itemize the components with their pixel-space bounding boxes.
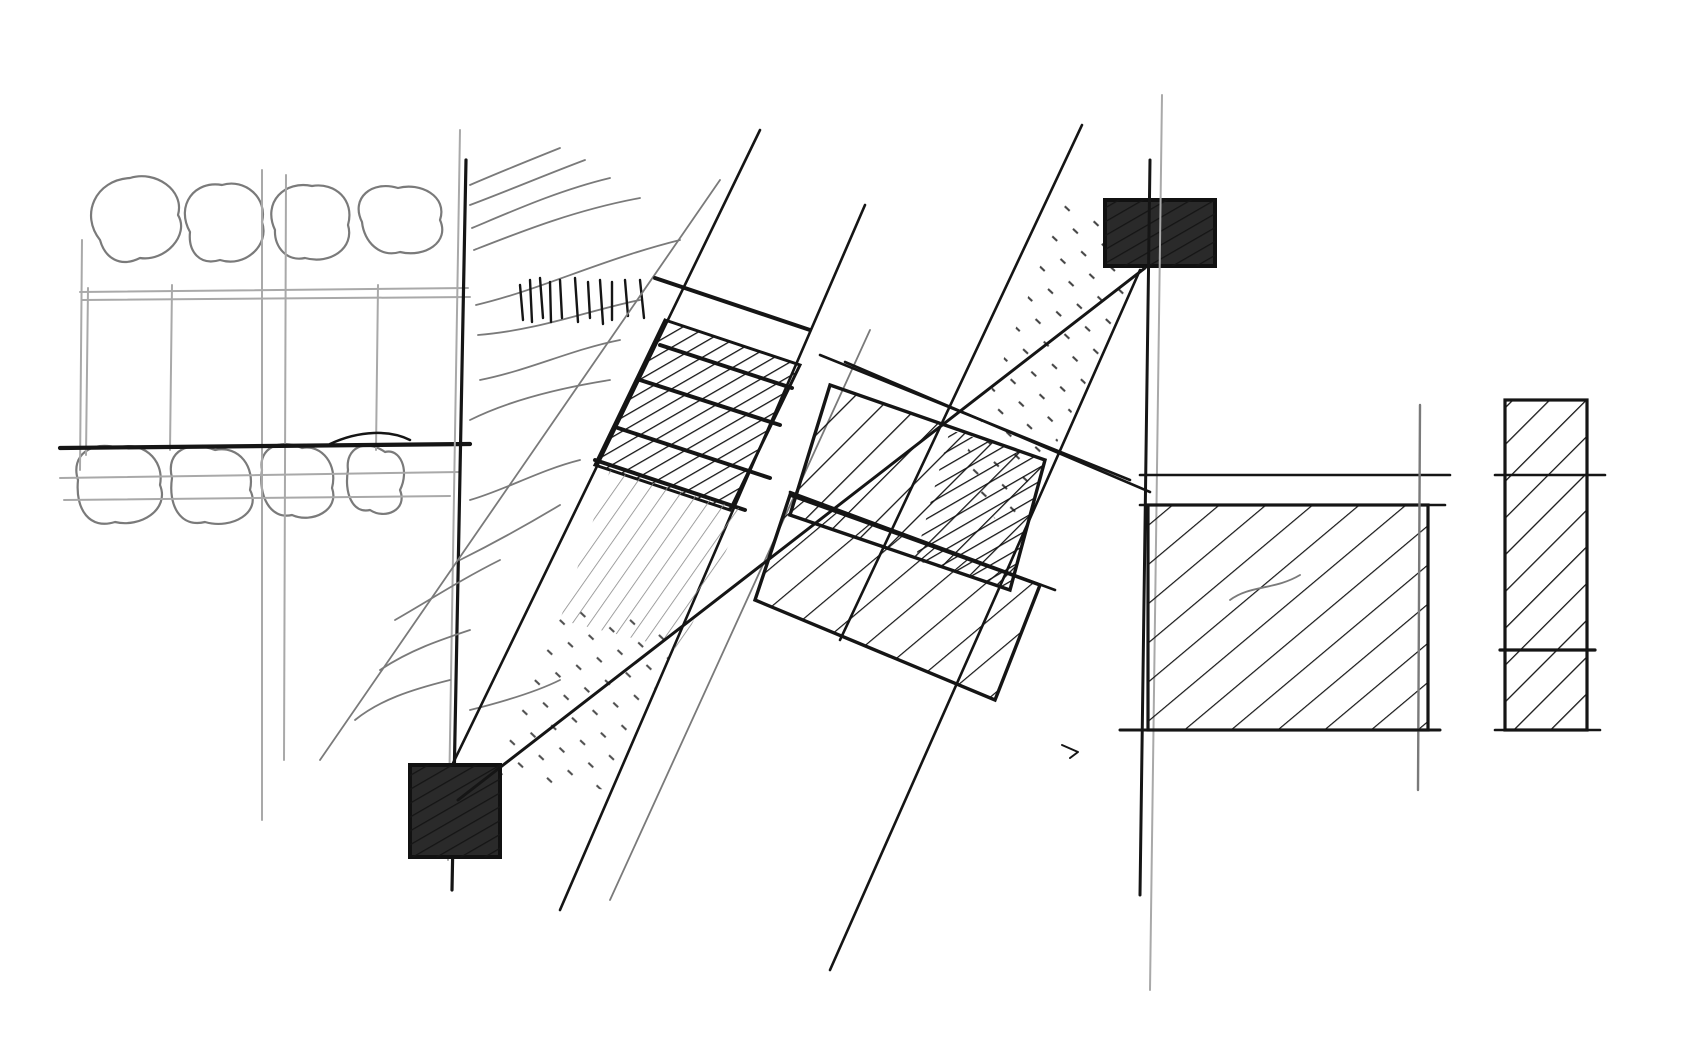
stray-squiggle [1229,574,1301,601]
block-step-lines [593,276,812,512]
diagonal-edge-1c [319,179,721,761]
slab-overlines [788,353,1152,592]
pencil-hatch-wedge [560,470,745,650]
panel-right-edge [1416,403,1422,792]
axis-vertical-left-faint [447,129,461,861]
tree-row-bottom [75,443,406,525]
hatched-panel-narrow [1503,398,1589,732]
pencil-grid [59,169,471,821]
axis-vertical-right [1138,158,1152,897]
ground-curve [328,431,412,446]
dotted-path-1 [490,600,680,790]
vertical-strokes-cluster [518,276,646,326]
terrain-contours [354,147,681,721]
ground-line [57,441,473,451]
hatched-panel-large [1146,503,1430,732]
stray-mark [1061,744,1079,759]
tree-row-top [90,175,444,264]
